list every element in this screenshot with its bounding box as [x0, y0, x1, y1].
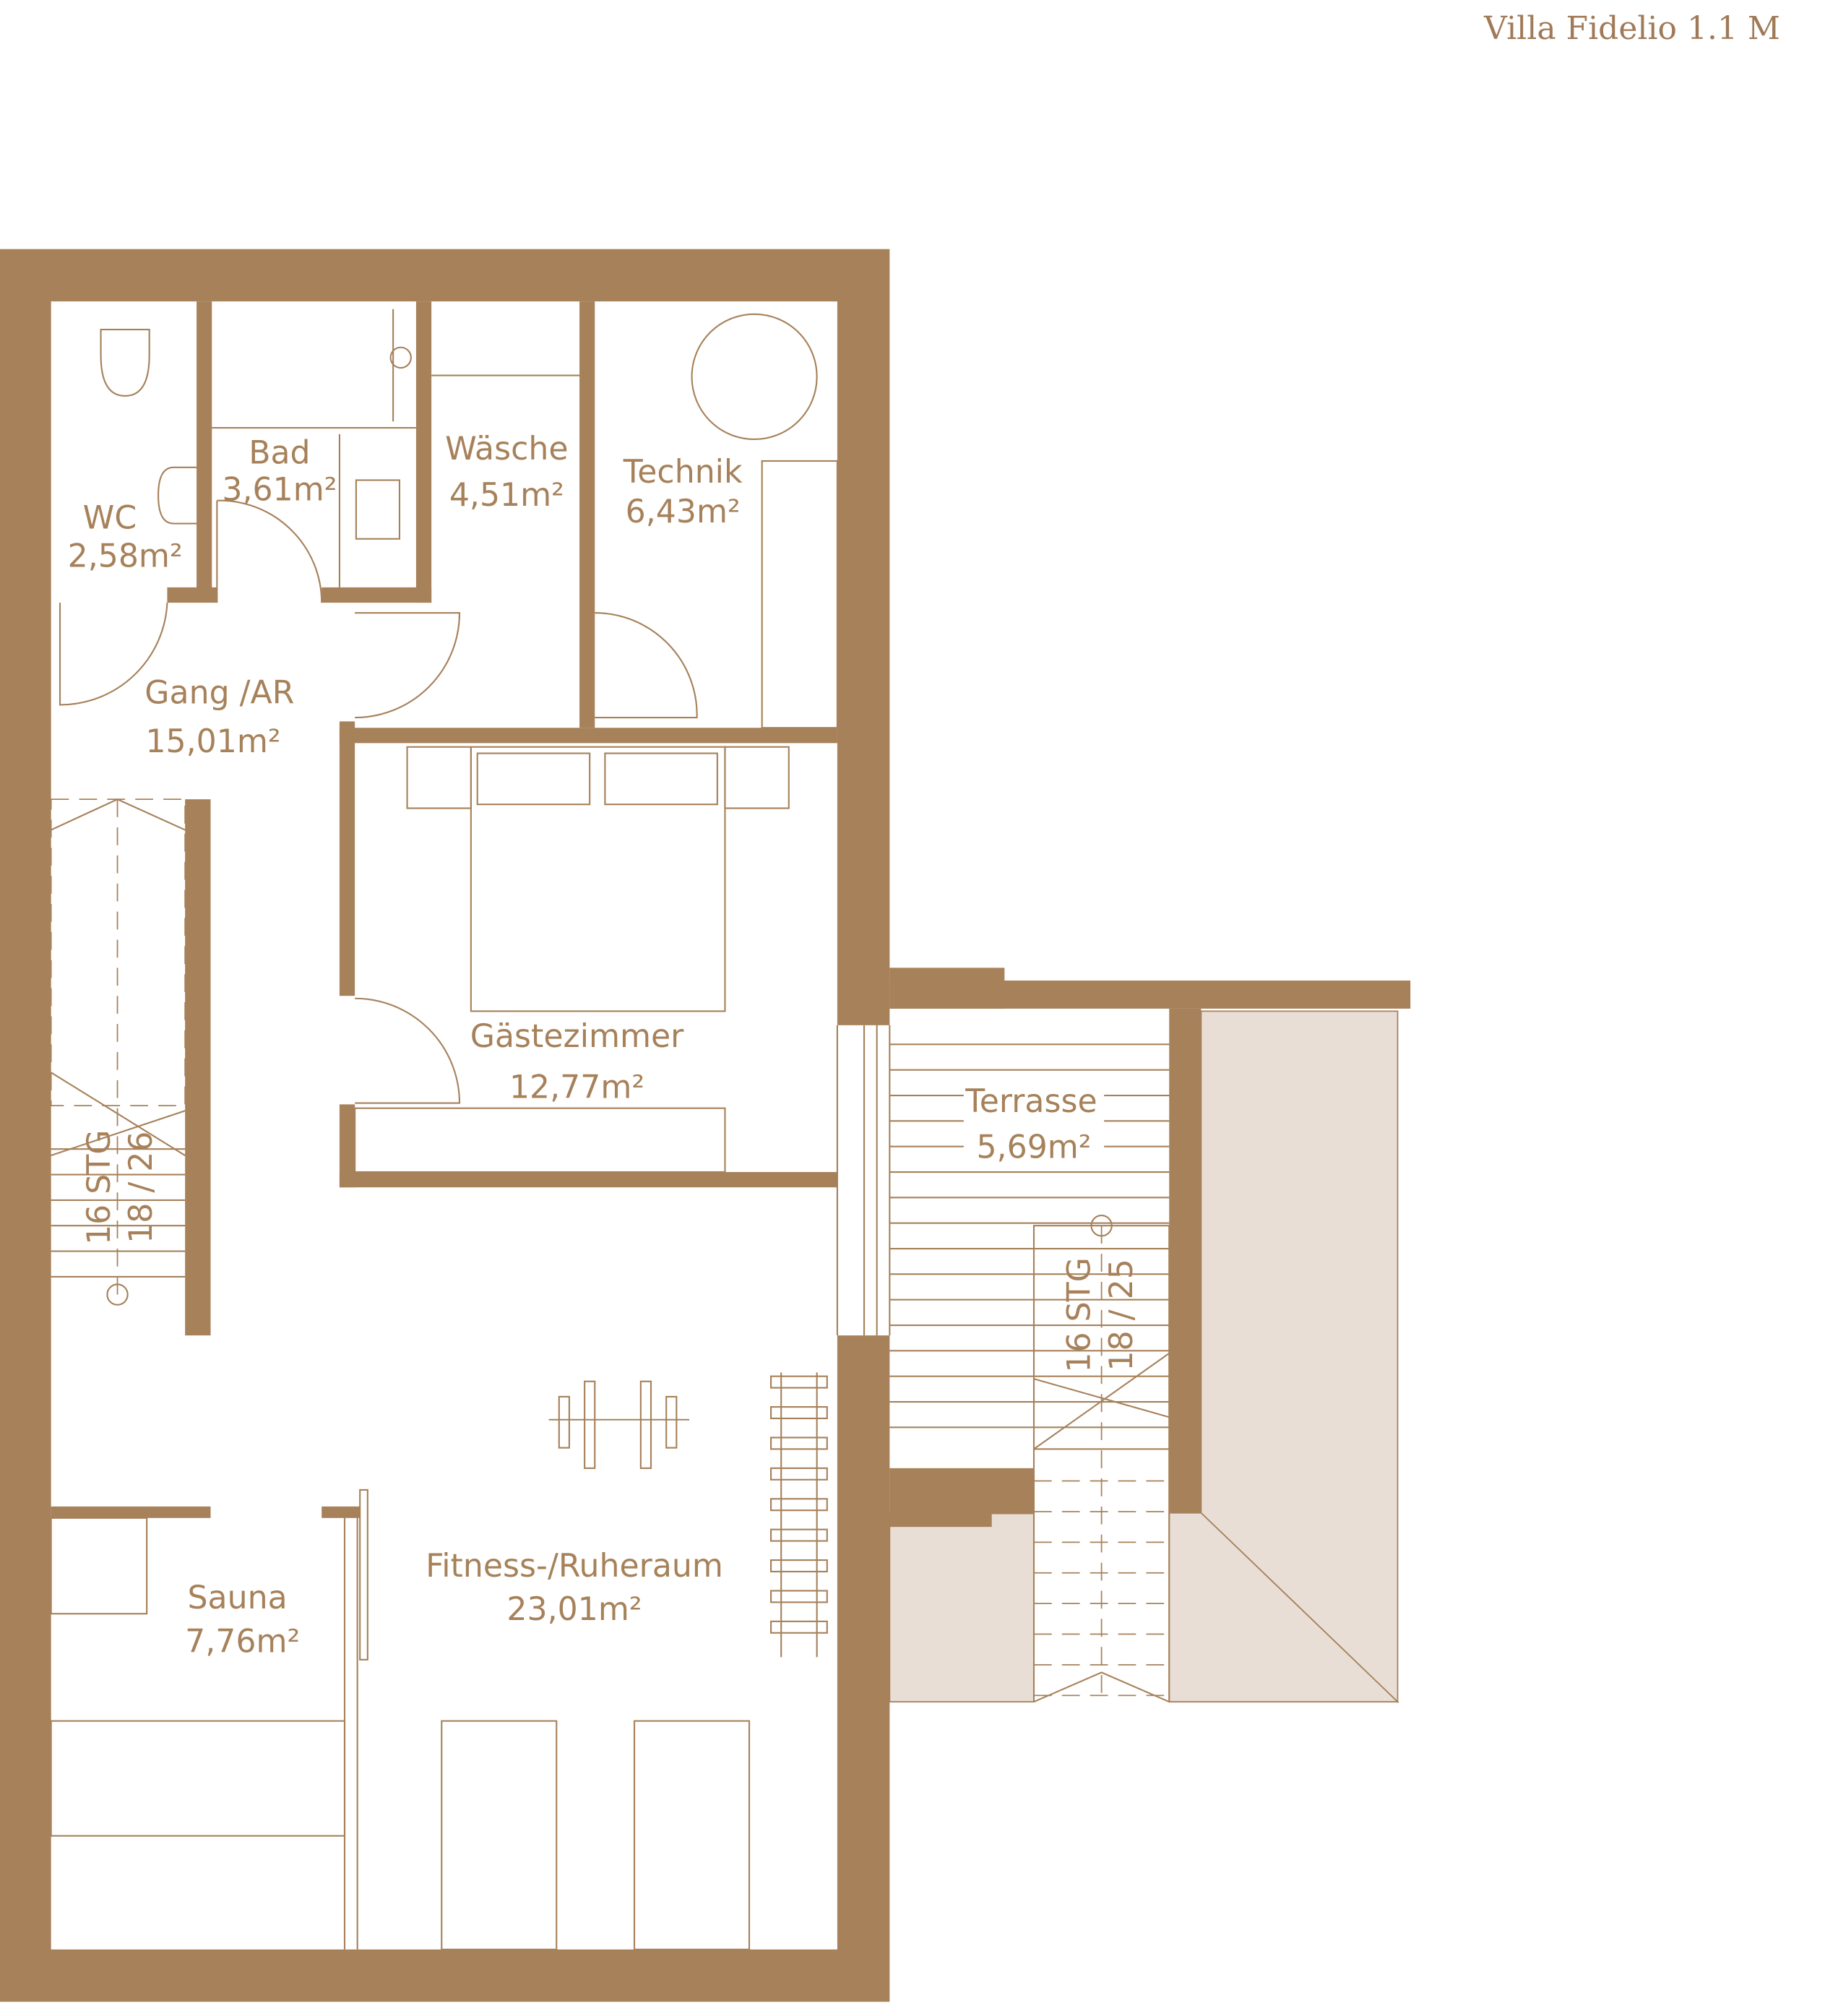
rack-weight [770, 1375, 828, 1389]
rack-weight [770, 1406, 828, 1420]
bad-area: 3,61m² [222, 472, 337, 509]
rack-weight [770, 1559, 828, 1573]
fixtures [50, 309, 838, 1950]
waesche-area: 4,51m² [449, 477, 564, 514]
rack-weight [770, 1528, 828, 1542]
dumbbell-icon [548, 1380, 689, 1469]
sauna-name: Sauna [188, 1580, 288, 1616]
terrasse-area: 5,69m² [976, 1129, 1091, 1166]
door-bad [216, 499, 323, 603]
outer-stair-steps: 16 STG [1061, 1257, 1098, 1372]
door-technik [595, 612, 698, 719]
rack-weight [770, 1620, 828, 1634]
wc-area: 2,58m² [68, 538, 183, 575]
wc-name: WC [83, 500, 137, 537]
technik-name: Technik [623, 454, 743, 491]
gaeste-name: Gästezimmer [470, 1018, 684, 1055]
waesche-name: Wäsche [445, 431, 568, 468]
bad-name: Bad [249, 435, 310, 472]
outer-walls [0, 249, 890, 2002]
door-wc [59, 603, 168, 706]
fitness-name: Fitness-/Ruheraum [426, 1548, 723, 1585]
washbasin-icon [158, 466, 197, 525]
interior-walls [51, 301, 853, 1518]
technik-area: 6,43m² [626, 494, 741, 530]
room-labels: WC 2,58m² Bad 3,61m² Wäsche 4,51m² Techn… [68, 431, 1140, 1660]
rack-weight [770, 1436, 828, 1450]
sauna-area: 7,76m² [185, 1623, 300, 1660]
inner-stair-ratio: 18 / 26 [123, 1132, 160, 1244]
gaeste-area: 12,77m² [509, 1069, 644, 1106]
outer-stair-ratio: 18 / 25 [1103, 1259, 1140, 1371]
gang-area: 15,01m² [145, 723, 280, 760]
project-title: Villa Fidelio 1.1 M [1484, 10, 1780, 47]
weight-rack-icon [770, 1372, 828, 1658]
fitness-area: 23,01m² [506, 1591, 642, 1628]
bed [470, 746, 726, 1012]
terrasse-name: Terrasse [965, 1083, 1097, 1120]
rack-weight [770, 1590, 828, 1603]
door-gaeste [355, 997, 461, 1104]
door-waesche [355, 612, 461, 719]
rack-weight [770, 1498, 828, 1512]
rack-weight [770, 1467, 828, 1481]
inner-stair-steps: 16 STG [81, 1129, 118, 1244]
tank-icon [691, 313, 818, 441]
gang-name: Gang /AR [144, 675, 294, 712]
toilet-icon [100, 328, 150, 397]
terrace-area [836, 968, 1411, 1704]
